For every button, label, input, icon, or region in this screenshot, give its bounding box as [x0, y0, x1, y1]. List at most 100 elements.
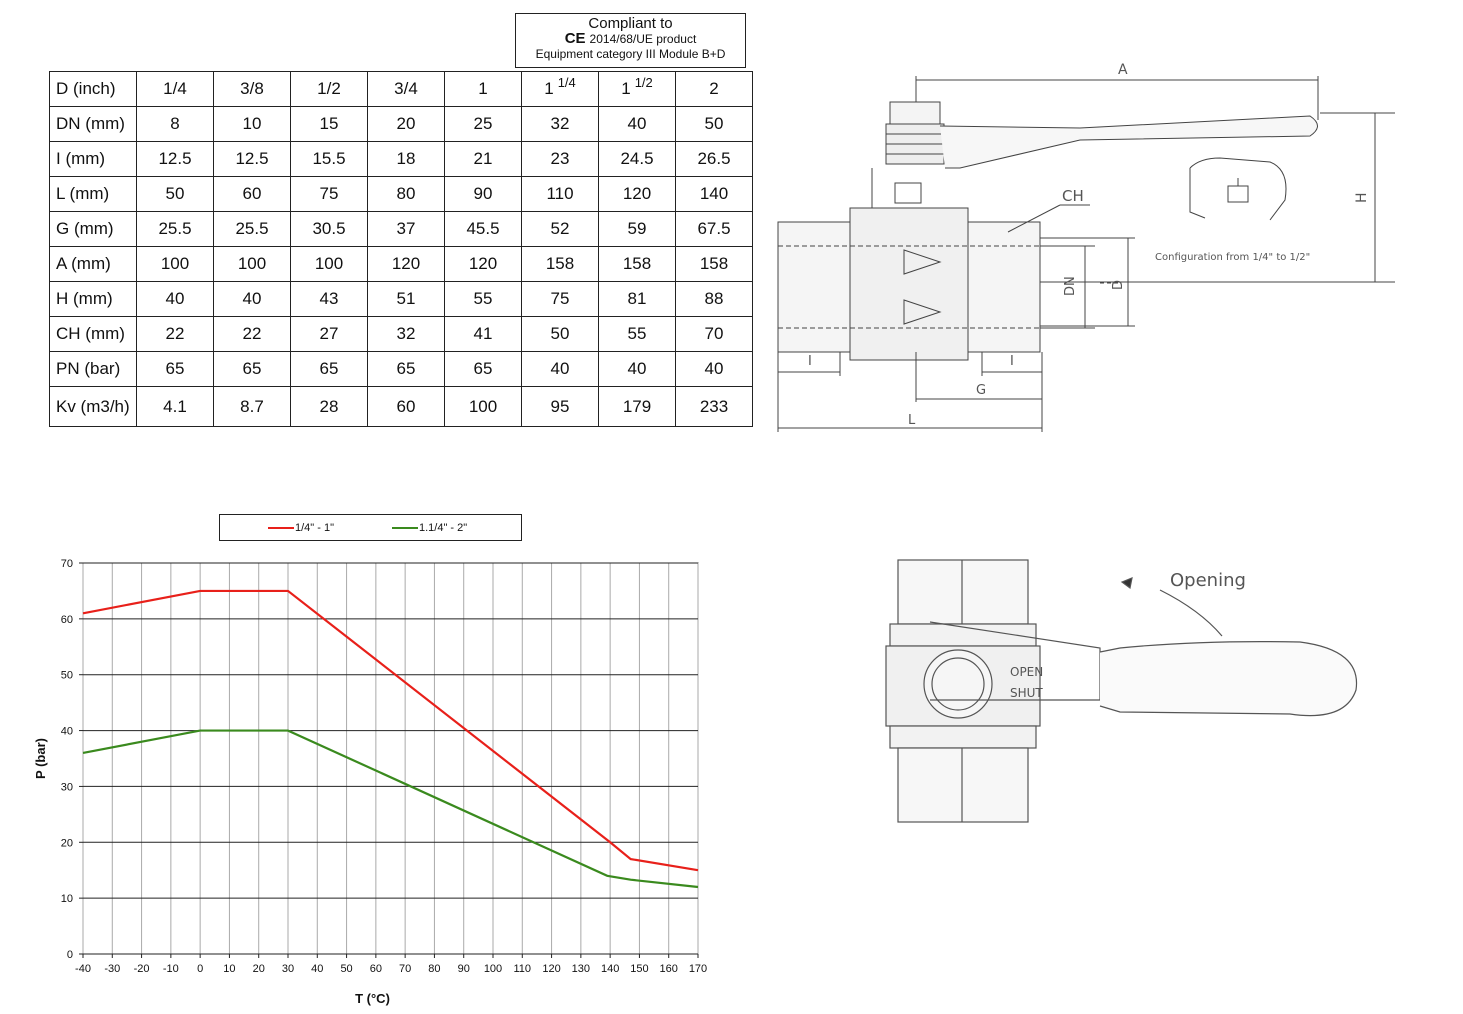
spec-cell-value: 40 [627, 114, 647, 133]
spec-cell: 8 [136, 106, 214, 142]
spec-row-label: D (inch) [49, 71, 137, 107]
spec-cell-value: 41 [473, 324, 493, 343]
spec-row-label: G (mm) [49, 211, 137, 247]
spec-cell: 32 [367, 316, 445, 352]
spec-cell-value: 37 [396, 219, 416, 238]
spec-cell-value: 2 [709, 79, 719, 98]
spec-cell-value: 65 [473, 359, 493, 378]
spec-cell-value: 8 [170, 114, 180, 133]
spec-cell-value: 67.5 [697, 219, 731, 238]
spec-cell: 60 [367, 386, 445, 427]
spec-row-label: Kv (m3/h) [49, 386, 137, 427]
legend-swatch-series-2 [392, 527, 418, 529]
x-tick-label: -40 [75, 963, 91, 975]
spec-cell: 59 [598, 211, 676, 247]
spec-cell-value: 1 [478, 79, 488, 98]
spec-cell-value: 81 [627, 289, 647, 308]
spec-cell: 40 [521, 351, 599, 387]
spec-cell-value: 50 [704, 114, 724, 133]
spec-cell-value: 26.5 [697, 149, 731, 168]
x-tick-label: 0 [197, 963, 203, 975]
spec-cell: 50 [675, 106, 753, 142]
x-tick-label: 80 [428, 963, 440, 975]
dim-l-label: L [908, 413, 916, 428]
spec-cell-value: 55 [473, 289, 493, 308]
valve-operation-labels: Opening OPEN SHUT [1010, 570, 1246, 700]
y-tick-label: 0 [67, 949, 73, 961]
spec-cell-value: 15.5 [312, 149, 346, 168]
spec-cell-value: 25 [473, 114, 493, 133]
x-tick-label: 170 [689, 963, 707, 975]
y-tick-label: 40 [61, 726, 73, 738]
spec-cell-value: 25.5 [158, 219, 192, 238]
spec-cell-value: 22 [242, 324, 262, 343]
spec-cell-value: 1 [621, 79, 631, 98]
chart-legend: 1/4" - 1" 1.1/4" - 2" [219, 514, 522, 541]
spec-cell-value: 65 [396, 359, 416, 378]
spec-cell: 18 [367, 141, 445, 177]
spec-cell: 110 [521, 176, 599, 212]
dim-ch-label: CH [1062, 187, 1084, 205]
spec-cell-value: 40 [242, 289, 262, 308]
spec-cell-value: 43 [319, 289, 339, 308]
y-tick-label: 50 [61, 670, 73, 682]
spec-cell: 65 [444, 351, 522, 387]
spec-cell: 65 [213, 351, 291, 387]
opening-label: Opening [1170, 570, 1246, 591]
ce-mark: CE [564, 30, 586, 47]
spec-cell-value: 32 [550, 114, 570, 133]
spec-cell-value: 75 [319, 184, 339, 203]
spec-cell: 95 [521, 386, 599, 427]
spec-cell: 15 [290, 106, 368, 142]
legend-label-series-1: 1/4" - 1" [295, 522, 334, 534]
x-tick-label: 130 [572, 963, 590, 975]
spec-cell: 233 [675, 386, 753, 427]
series-line-2 [82, 729, 699, 889]
x-tick-label: 40 [311, 963, 323, 975]
spec-cell-value: 120 [622, 184, 652, 203]
y-tick-label: 30 [61, 781, 73, 793]
x-tick-label: 100 [484, 963, 502, 975]
spec-cell-value: 55 [627, 324, 647, 343]
x-tick-label: 30 [282, 963, 294, 975]
spec-cell-value: 1/2 [317, 79, 341, 98]
spec-cell-fraction: 1/2 [634, 75, 653, 90]
valve-operation-drawing [885, 559, 1358, 823]
spec-cell: 67.5 [675, 211, 753, 247]
spec-cell-value: 45.5 [466, 219, 500, 238]
compliance-directive: 2014/68/UE product [589, 32, 697, 46]
spec-row-label: A (mm) [49, 246, 137, 282]
spec-cell: 100 [444, 386, 522, 427]
x-tick-label: -20 [134, 963, 150, 975]
x-axis-label: T (°C) [355, 991, 390, 1006]
spec-cell-value: 80 [396, 184, 416, 203]
spec-cell-value: 59 [627, 219, 647, 238]
spec-cell-value: 40 [704, 359, 724, 378]
open-label: OPEN [1010, 665, 1043, 679]
spec-cell-value: 8.7 [240, 396, 264, 416]
spec-cell: 158 [598, 246, 676, 282]
spec-cell: 3/4 [367, 71, 445, 107]
x-tick-label: -30 [104, 963, 120, 975]
spec-cell-value: 30.5 [312, 219, 346, 238]
spec-cell-value: 120 [468, 254, 498, 273]
spec-cell-value: 22 [165, 324, 185, 343]
spec-cell-value: 24.5 [620, 149, 654, 168]
spec-cell: 3/8 [213, 71, 291, 107]
spec-cell-value: 23 [550, 149, 570, 168]
spec-cell-value: 120 [391, 254, 421, 273]
spec-cell: 60 [213, 176, 291, 212]
spec-cell-value: 100 [160, 254, 190, 273]
dim-d-label: D [1111, 280, 1126, 290]
legend-swatch-series-1 [268, 527, 294, 529]
x-tick-label: 50 [340, 963, 352, 975]
spec-cell: 1/2 [290, 71, 368, 107]
spec-cell-value: 27 [319, 324, 339, 343]
